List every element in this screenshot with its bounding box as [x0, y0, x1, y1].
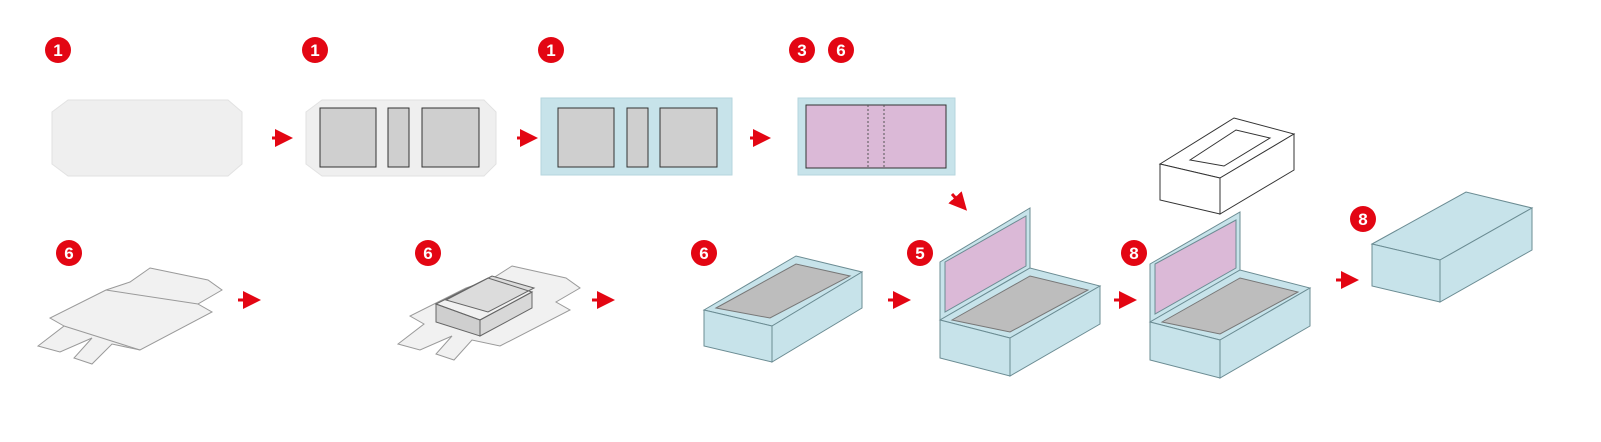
step-top-4: 3 6 [789, 37, 956, 176]
badge-number: 1 [53, 41, 62, 60]
step-badge: 1 [538, 37, 564, 63]
badge-number: 8 [1358, 210, 1367, 229]
step-bottom-6: 8 [1350, 191, 1534, 303]
step-bottom-3: 6 [691, 240, 864, 363]
step-top-3: 1 [538, 37, 733, 176]
badge-number: 6 [423, 244, 432, 263]
pink-lining-sheet [805, 104, 947, 169]
badge-number: 1 [546, 41, 555, 60]
step-badge: 6 [828, 37, 854, 63]
step-badge: 6 [691, 240, 717, 266]
badge-number: 6 [699, 244, 708, 263]
step-bottom-4: 5 [907, 207, 1102, 377]
arrow-down-right-icon [948, 191, 968, 211]
step-badge: 1 [302, 37, 328, 63]
board-panel-right [421, 107, 480, 168]
white-insert-tray [1158, 117, 1296, 215]
box-side [1009, 285, 1101, 377]
step-bottom-1: 6 [36, 240, 223, 365]
step-bottom-5: 8 [1121, 117, 1312, 379]
box-inner-floor [950, 275, 1090, 333]
flat-board-blank [51, 99, 243, 177]
flat-cross-blank [396, 265, 581, 361]
badge-number: 1 [310, 41, 319, 60]
badge-number: 3 [797, 41, 806, 60]
tray-inner-floor [714, 263, 852, 319]
board-panel-left [319, 107, 377, 168]
step-badge: 3 [789, 37, 815, 63]
step-top-2: 1 [302, 37, 497, 177]
step-top-1: 1 [45, 37, 243, 177]
flat-cross-blank [36, 267, 223, 365]
board-panel-left [557, 107, 615, 168]
badge-number: 8 [1129, 244, 1138, 263]
board-panel-spine [387, 107, 410, 168]
step-badge: 6 [415, 240, 441, 266]
step-badge: 8 [1121, 240, 1147, 266]
step-bottom-2: 6 [396, 240, 581, 361]
tray-side [771, 271, 863, 363]
lid-pink-lining [1154, 219, 1237, 315]
badge-number: 6 [64, 244, 73, 263]
closed-box-side [1439, 207, 1533, 303]
badge-number: 6 [836, 41, 845, 60]
step-badge: 8 [1350, 206, 1376, 232]
box-inner-floor [1160, 277, 1300, 335]
board-panel-right [659, 107, 718, 168]
lid-pink-lining [944, 215, 1027, 313]
step-badge: 1 [45, 37, 71, 63]
board-panel-spine [626, 107, 649, 168]
badge-number: 5 [915, 244, 924, 263]
box-side [1219, 287, 1311, 379]
step-badge: 6 [56, 240, 82, 266]
step-badge: 5 [907, 240, 933, 266]
